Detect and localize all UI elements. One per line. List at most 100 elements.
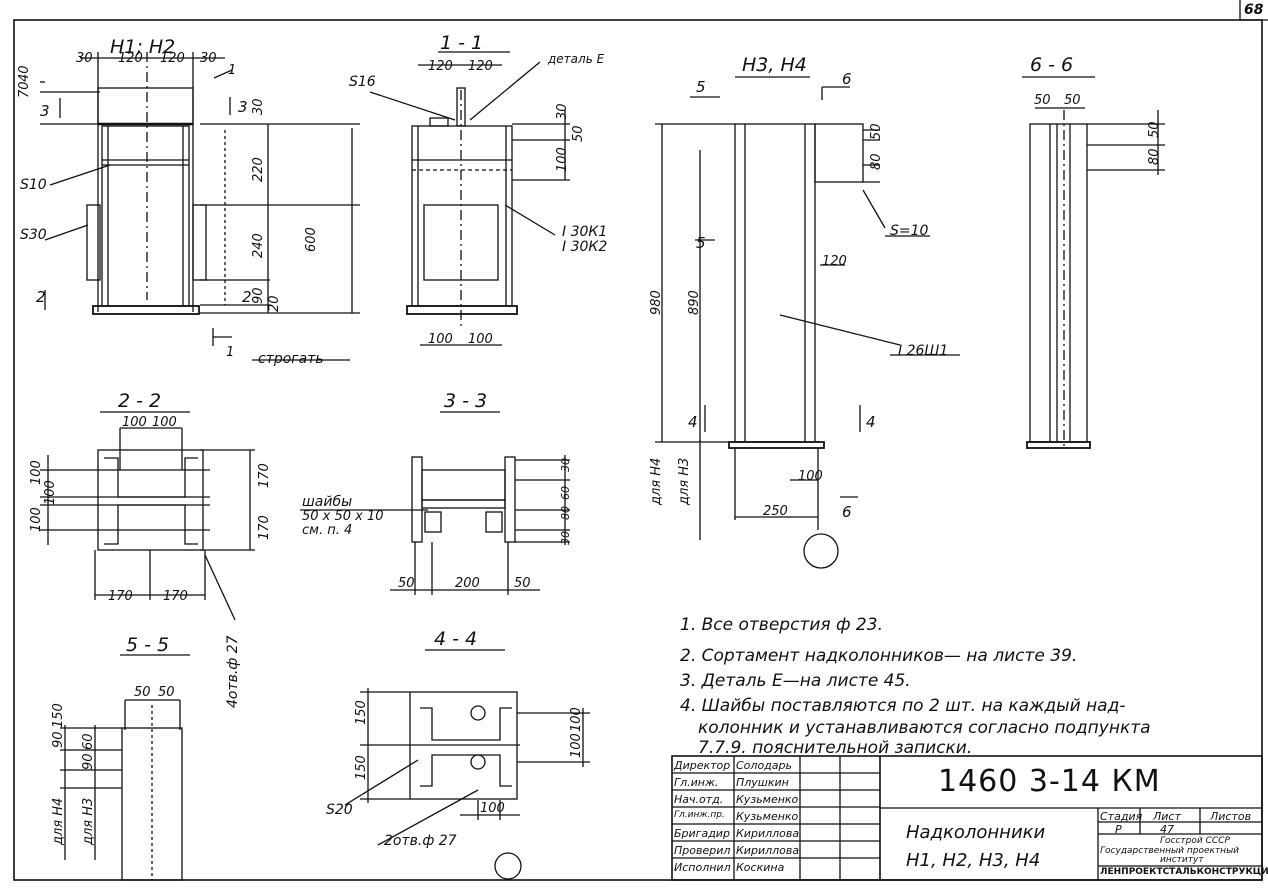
org-line-2: Государственный проектный bbox=[1100, 846, 1240, 856]
staff-name: Кириллова bbox=[736, 827, 800, 840]
label-profile-1: I 30К1 bbox=[562, 224, 608, 240]
view-1-1-title: 1 - 1 bbox=[440, 32, 484, 54]
view-4-4-title: 4 - 4 bbox=[434, 628, 478, 650]
dim: 120 bbox=[160, 51, 185, 66]
dim: 100 bbox=[428, 332, 453, 347]
view-h1h2-title: Н1; Н2 bbox=[110, 36, 176, 58]
staff-role: Гл.инж. bbox=[674, 776, 719, 789]
dim: 100 bbox=[798, 469, 823, 484]
label-washer-size: 50 х 50 х 10 bbox=[302, 509, 384, 524]
dim: 90 bbox=[251, 287, 266, 304]
label-detail-e: деталь Е bbox=[548, 52, 605, 66]
view-1-1-lines bbox=[406, 51, 570, 346]
dim: 220 bbox=[251, 157, 266, 182]
dim: 100 bbox=[122, 415, 147, 430]
label-for-h4: для Н4 bbox=[649, 457, 664, 505]
view-h3h4-lines bbox=[655, 76, 960, 540]
sheet-value: 47 bbox=[1160, 823, 1174, 836]
staff-role: Директор bbox=[674, 759, 731, 772]
org-line-3: институт bbox=[1160, 855, 1204, 865]
dim: 60 bbox=[559, 486, 572, 500]
dim: 50 bbox=[514, 576, 531, 591]
dim: 980 bbox=[649, 290, 664, 315]
view-5-5-lines bbox=[60, 654, 190, 881]
view-3-3-lines bbox=[300, 411, 570, 595]
note-4: 4. Шайбы поставляются по 2 шт. на каждый… bbox=[680, 696, 1126, 716]
cut-mark: 4 bbox=[688, 413, 698, 431]
staff-name: Коскина bbox=[736, 861, 785, 874]
dim: 100 bbox=[152, 415, 177, 430]
dim: 150 bbox=[51, 703, 66, 728]
dim: 80 bbox=[1147, 148, 1162, 165]
sheet-frame bbox=[13, 19, 1263, 881]
dim: 200 bbox=[455, 576, 480, 591]
dim: 50 bbox=[134, 685, 151, 700]
staff-role: Проверил bbox=[674, 844, 731, 857]
dim: 100 bbox=[555, 147, 570, 172]
stage-value: Р bbox=[1115, 823, 1122, 836]
label-for-h4: для Н4 bbox=[51, 797, 66, 845]
label-for-h3: для Н3 bbox=[81, 797, 96, 845]
sheets-header: Листов bbox=[1210, 810, 1252, 823]
label-s20: S20 bbox=[326, 802, 353, 818]
note-2: 2. Сортамент надколонников— на листе 39. bbox=[680, 646, 1078, 666]
note-3: 3. Деталь Е—на листе 45. bbox=[680, 671, 911, 691]
dim: 120 bbox=[468, 59, 493, 74]
cut-mark: 5 bbox=[696, 78, 706, 96]
dim: 90 bbox=[81, 753, 96, 770]
dim: 90 bbox=[51, 731, 66, 748]
dim: 40 bbox=[17, 65, 32, 82]
dim: 890 bbox=[687, 290, 702, 315]
label-washers: шайбы bbox=[302, 494, 353, 510]
dim: 50 bbox=[398, 576, 415, 591]
dim: 80 bbox=[869, 153, 884, 170]
dim: 30 bbox=[251, 98, 266, 115]
dim: 120 bbox=[822, 254, 847, 269]
cut-mark: 1 bbox=[226, 345, 235, 360]
dim: 60 bbox=[81, 733, 96, 750]
dim: 170 bbox=[163, 589, 188, 604]
dim: 100 bbox=[569, 707, 584, 732]
cut-mark: 6 bbox=[842, 70, 852, 88]
label-s10: S10 bbox=[20, 177, 47, 193]
label-s10-plate: S=10 bbox=[890, 223, 929, 239]
label-for-h3: для Н3 bbox=[677, 457, 692, 505]
dim: 30 bbox=[559, 531, 572, 545]
org-line-4: ЛЕНПРОЕКТСТАЛЬКОНСТРУКЦИЯ bbox=[1100, 867, 1268, 877]
cut-mark: 5 bbox=[696, 234, 706, 252]
staff-name: Кузьменко bbox=[736, 793, 799, 806]
sheet-header: Лист bbox=[1153, 810, 1181, 823]
dim: 100 bbox=[29, 460, 44, 485]
dim: 170 bbox=[257, 463, 272, 488]
staff-role: Гл.инж.пр. bbox=[674, 810, 725, 820]
view-h3h4-title: Н3, Н4 bbox=[742, 54, 807, 76]
label-plane: строгать bbox=[258, 351, 324, 367]
detail-circle-1 bbox=[803, 533, 839, 569]
label-s16: S16 bbox=[349, 74, 376, 90]
cut-mark: 4 bbox=[866, 413, 876, 431]
dim: 240 bbox=[251, 233, 266, 258]
view-3-3-title: 3 - 3 bbox=[444, 390, 488, 412]
dim: 170 bbox=[108, 589, 133, 604]
label-profile-2: I 30К2 bbox=[562, 239, 608, 255]
label-profile: I 26Ш1 bbox=[898, 343, 949, 359]
view-2-2-lines bbox=[40, 411, 255, 621]
title-block-lines bbox=[671, 755, 1263, 881]
dim: 100 bbox=[43, 480, 58, 505]
staff-name: Кузьменко bbox=[736, 810, 799, 823]
dim: 30 bbox=[76, 51, 93, 66]
label-holes: 2отв.ф 27 bbox=[384, 833, 457, 849]
view-6-6-lines bbox=[1022, 76, 1165, 449]
dim: 250 bbox=[763, 504, 788, 519]
staff-role: Нач.отд. bbox=[674, 793, 724, 806]
dim: 100 bbox=[569, 733, 584, 758]
document-name-2: Н1, Н2, Н3, Н4 bbox=[906, 850, 1041, 871]
dim: 170 bbox=[257, 515, 272, 540]
label-holes: 4отв.ф 27 bbox=[225, 635, 241, 708]
dim: 30 bbox=[555, 103, 570, 120]
dim: 120 bbox=[118, 51, 143, 66]
cut-mark: 3 bbox=[238, 98, 248, 116]
staff-role: Бригадир bbox=[674, 827, 730, 840]
